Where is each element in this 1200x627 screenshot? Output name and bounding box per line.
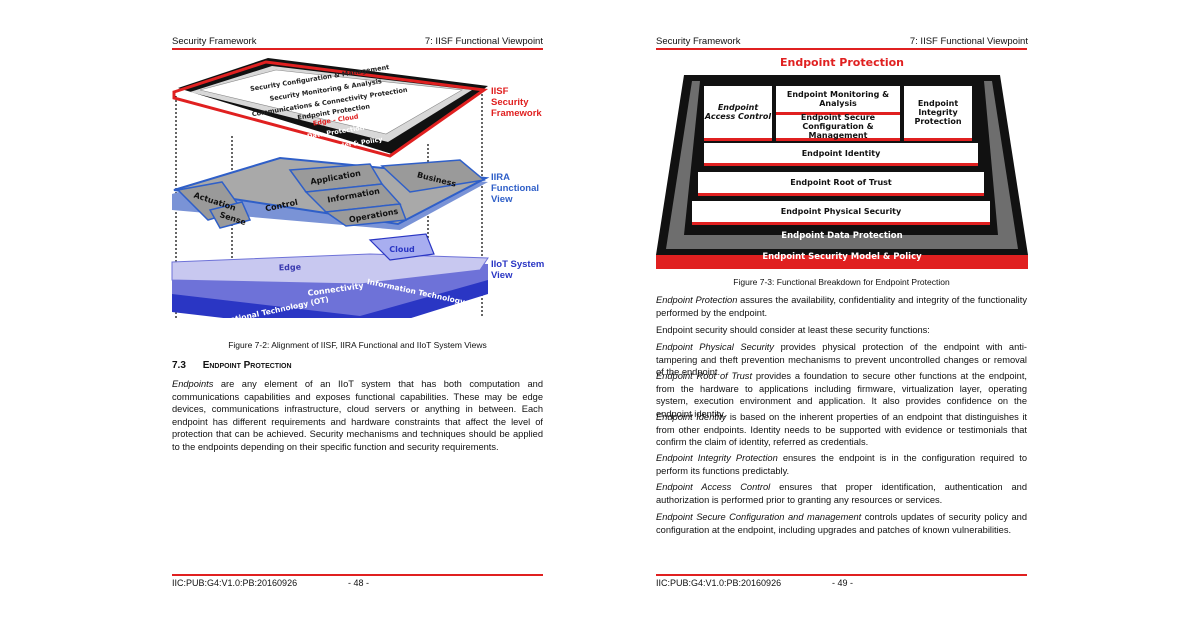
label-iiot: IIoT System View (491, 259, 545, 281)
footer-doc-id: IIC:PUB:G4:V1.0:PB:20160926 (656, 578, 782, 588)
paragraph: Endpoint Identity is based on the inhere… (656, 411, 1027, 449)
paragraph: Endpoint Integrity Protection ensures th… (656, 452, 1027, 477)
para-lead: Endpoint Physical Security (656, 342, 775, 352)
paragraph: Endpoint security should consider at lea… (656, 324, 1027, 337)
iiot-stack: Edge Cloud Connectivity Operational Tech… (171, 233, 489, 318)
footer-page-number: - 48 - (348, 578, 370, 588)
para-rest: are any element of an IIoT system that h… (172, 379, 543, 452)
label-iisf: IISF Security Framework (491, 86, 542, 119)
footer-rule (656, 574, 1027, 576)
integrity-box: Endpoint Integrity Protection (904, 86, 972, 141)
para-lead: Endpoint Access Control (656, 482, 771, 492)
left-page: Security Framework 7: IISF Functional Vi… (171, 36, 545, 588)
running-header-left: Security Framework (172, 36, 257, 47)
identity-box: Endpoint Identity (704, 143, 978, 166)
iiot-cloud: Cloud (389, 245, 415, 254)
section-title: Endpoint Protection (202, 360, 292, 371)
para-rest: Endpoint security should consider at lea… (656, 325, 930, 335)
footer-doc-id: IIC:PUB:G4:V1.0:PB:20160926 (172, 578, 298, 588)
para-rest: ensures that proper identification, auth… (656, 482, 1027, 505)
paragraph: Endpoint Access Control ensures that pro… (656, 481, 1027, 506)
running-header-right: 7: IISF Functional Viewpoint (909, 36, 1028, 47)
para-rest: controls updates of security policy and … (656, 512, 1027, 535)
figure-caption: Figure 7-3: Functional Breakdown for End… (733, 277, 950, 287)
para-rest: provides physical protection of the endp… (656, 342, 1028, 378)
paragraph: Endpoint Secure Configuration and manage… (656, 511, 1027, 536)
para-rest: is based on the inherent properties of a… (656, 412, 1027, 448)
iisf-stack: Security Configuration & Management Secu… (172, 58, 489, 158)
para-rest: assures the availability, confidentialit… (656, 295, 1027, 318)
para-lead: Endpoint Protection (656, 295, 738, 305)
footer-rule (172, 574, 543, 576)
footer-page-number: - 49 - (832, 578, 854, 588)
running-header-left: Security Framework (656, 36, 741, 47)
running-header-right: 7: IISF Functional Viewpoint (424, 36, 543, 47)
paragraph: Endpoint Root of Trust provides a founda… (656, 370, 1027, 420)
para-lead: Endpoint Root of Trust (656, 371, 753, 381)
header-rule (656, 48, 1027, 50)
para-rest: ensures the endpoint is in the configura… (656, 453, 1028, 476)
paragraph-endpoints: Endpoints are any element of an IIoT sys… (172, 378, 543, 454)
alignment-diagram: Security Configuration & Management Secu… (171, 58, 490, 318)
right-page: Security Framework 7: IISF Functional Vi… (600, 0, 1200, 627)
physical-security-box: Endpoint Physical Security (692, 201, 990, 225)
model-policy-band: Endpoint Security Model & Policy (762, 252, 922, 262)
section-heading: 7.3 Endpoint Protection (172, 360, 292, 371)
secure-config-box: Endpoint Secure Configuration & Manageme… (776, 113, 900, 141)
figure-caption: Figure 7-2: Alignment of IISF, IIRA Func… (228, 340, 487, 350)
label-iira: IIRA Functional View (491, 172, 540, 205)
paragraph: Endpoint Physical Security provides phys… (656, 341, 1027, 379)
para-lead: Endpoint Identity (656, 412, 727, 422)
iiot-edge: Edge (279, 263, 302, 273)
iira-stack: Actuation Sense Control Application Info… (172, 156, 490, 230)
paragraph: Endpoint Protection assures the availabi… (656, 294, 1027, 319)
diagram-title: Endpoint Protection (779, 56, 905, 69)
section-number: 7.3 (172, 360, 186, 371)
header-rule (172, 48, 543, 50)
monitoring-box: Endpoint Monitoring & Analysis (776, 86, 900, 115)
endpoint-protection-diagram: Endpoint Protection Endpoint Access Cont… (656, 55, 1028, 271)
para-rest: provides a foundation to secure other fu… (656, 371, 1027, 419)
root-of-trust-box: Endpoint Root of Trust (698, 172, 984, 196)
para-lead: Endpoint Secure Configuration and manage… (656, 512, 862, 522)
para-lead: Endpoints (172, 379, 214, 389)
para-lead: Endpoint Integrity Protection (656, 453, 778, 463)
data-protection-band: Endpoint Data Protection (781, 231, 903, 241)
access-control-box: Endpoint Access Control (704, 86, 772, 141)
